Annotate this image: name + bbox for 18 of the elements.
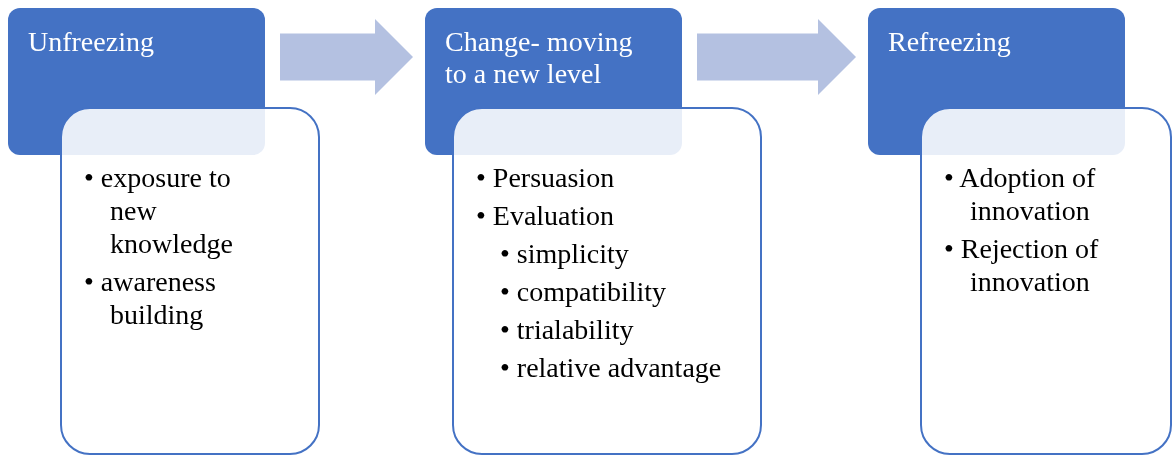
bullet-item: • Evaluation xyxy=(476,199,616,232)
bullet-item: • compatibility xyxy=(500,275,668,308)
bullet-item: • awareness building xyxy=(84,265,217,331)
stage-title: Unfreezing xyxy=(28,26,155,58)
bullet-item: • relative advantage xyxy=(500,351,723,384)
bullet-item: • exposure to new knowledge xyxy=(84,161,234,260)
stage-content-box xyxy=(60,107,320,455)
bullet-item: • Adoption of innovation xyxy=(944,161,1097,227)
bullet-item: • Persuasion xyxy=(476,161,616,194)
stage-title: Change- moving to a new level xyxy=(445,26,634,90)
bullet-item: • trialability xyxy=(500,313,635,346)
bullet-item: • simplicity xyxy=(500,237,630,270)
block-arrow xyxy=(280,19,413,95)
stage-content-box xyxy=(452,107,762,455)
stage-title: Refreezing xyxy=(888,26,1012,58)
bullet-item: • Rejection of innovation xyxy=(944,232,1100,298)
block-arrow xyxy=(697,19,856,95)
stage-content-box xyxy=(920,107,1172,455)
